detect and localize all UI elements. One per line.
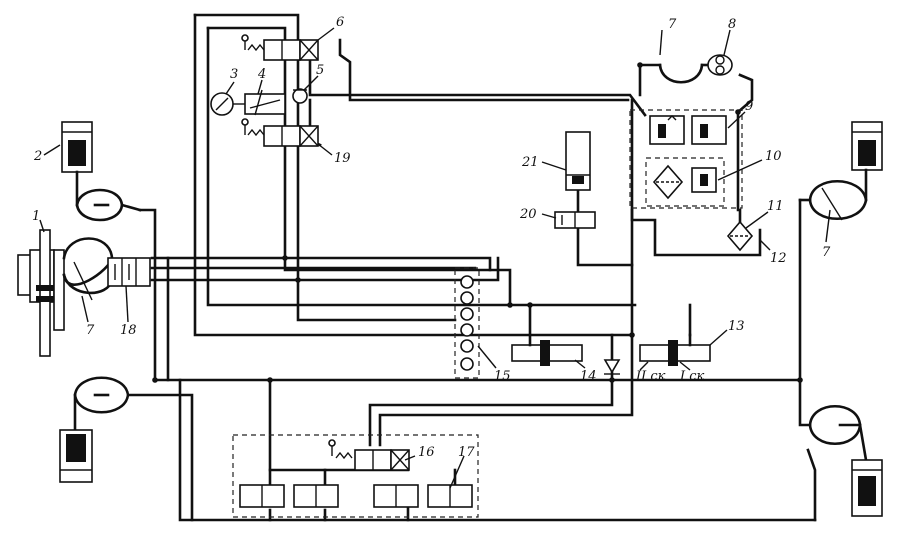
label-2: 2: [33, 149, 42, 164]
filter-11: [726, 208, 754, 252]
dashed-boundaries: [232, 109, 743, 518]
distributor-15: [460, 275, 474, 371]
clutch-chamber-7-top-left: [75, 188, 142, 222]
label-16: 16: [418, 445, 435, 460]
cylinder-21: [565, 131, 591, 191]
brake-cylinder-top-right: [851, 121, 883, 202]
clutch-chamber-7-right: [808, 180, 868, 221]
label-12: 12: [770, 251, 787, 266]
valve-6: [241, 34, 319, 61]
label-9: 9: [745, 99, 753, 114]
shift-cylinder-14: [511, 333, 583, 366]
shift-cylinder-13: [639, 333, 711, 366]
pump-8: [707, 54, 733, 76]
label-18: 18: [120, 323, 137, 338]
label-7b: 7: [822, 245, 831, 260]
component-labels: 1 2 3 4 5 6 7 8 9 10 11 12 7 7 18 19 21 …: [32, 15, 831, 460]
label-3: 3: [230, 67, 238, 82]
valve-20: [554, 211, 596, 229]
gear-pump-1: [17, 229, 65, 357]
filter-block-10: [652, 164, 717, 200]
valve-19: [241, 118, 319, 147]
label-7a: 7: [668, 17, 677, 32]
label-1: 1: [32, 209, 40, 224]
clutch-chamber-7-bottom-right: [808, 404, 868, 462]
label-15: 15: [494, 369, 511, 384]
brake-cylinder-bottom-left: [59, 429, 93, 483]
clutch-chamber-7-bottom-left: [73, 376, 130, 432]
label-7c: 7: [86, 323, 95, 338]
label-5: 5: [316, 63, 324, 78]
label-4: 4: [257, 67, 266, 82]
label-8: 8: [728, 17, 736, 32]
gauge-3: [210, 92, 245, 116]
throttle-4: [244, 89, 286, 116]
junction-dots: [152, 62, 803, 383]
leader-lines: [39, 27, 831, 489]
valve-18: [107, 257, 151, 287]
brake-cylinder-bottom-right: [851, 459, 883, 517]
check-valve-center: [603, 359, 621, 375]
brake-cylinder-2: [61, 121, 93, 207]
valve-bank-17: [239, 484, 473, 508]
label-17: 17: [458, 445, 475, 460]
label-6: 6: [336, 15, 344, 30]
label-11: 11: [767, 199, 784, 214]
label-13: 13: [728, 319, 745, 334]
valve-16: [328, 439, 410, 471]
valve-block-9: [649, 115, 727, 145]
label-19: 19: [334, 151, 351, 166]
label-14: 14: [580, 369, 597, 384]
label-10: 10: [765, 149, 782, 164]
clutch-chamber-7-mid-left: [62, 237, 114, 301]
label-20: 20: [519, 207, 537, 222]
label-21: 21: [521, 155, 539, 170]
pump-chamber-7-top: [658, 63, 717, 84]
label-speed1: I ск: [679, 369, 705, 384]
check-valve-5: [292, 88, 308, 104]
label-speed2: II ск: [635, 369, 666, 384]
